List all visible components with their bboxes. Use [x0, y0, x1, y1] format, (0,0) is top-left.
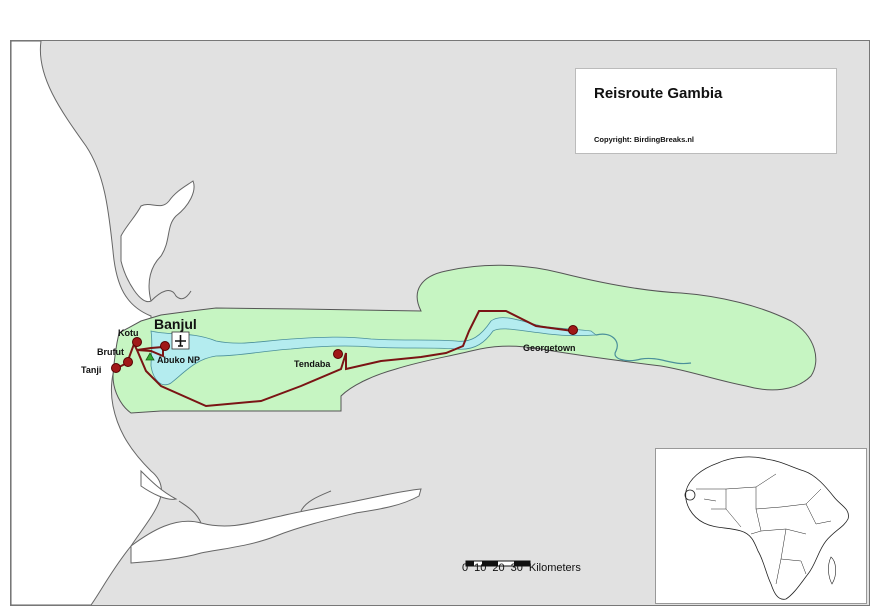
map-title-box: Reisroute Gambia Copyright: BirdingBreak…: [575, 68, 837, 154]
scale-tick-30: 30: [510, 562, 523, 574]
river-upper: [595, 333, 692, 365]
travel-route: [114, 310, 574, 408]
africa-inset-map: [655, 448, 867, 604]
route-stop-icon: [160, 341, 170, 351]
map-canvas: Banjul Kotu Brufut Tanji Abuko NP Tendab…: [11, 41, 817, 605]
route-stop-icon: [333, 349, 343, 359]
scale-tick-20: 20: [492, 562, 505, 574]
route-stop-icon: [568, 325, 578, 335]
map-copyright: Copyright: BirdingBreaks.nl: [594, 135, 695, 144]
gambia-river: [150, 317, 598, 386]
scale-tick-0: 0: [462, 562, 469, 574]
casamance-arm: [140, 469, 178, 500]
scale-bar: [465, 560, 531, 567]
casamance-inlet: [130, 488, 422, 564]
map-title: Reisroute Gambia: [594, 85, 723, 102]
label-abuko-np: Abuko NP: [157, 355, 200, 365]
label-tanji: Tanji: [81, 365, 101, 375]
route-stop-icon: [111, 363, 121, 373]
route-stop-icon: [123, 357, 133, 367]
africa-outline-icon: [684, 456, 849, 600]
label-tendaba: Tendaba: [294, 359, 331, 369]
saloum-inlet: [120, 180, 195, 303]
creek-north: [150, 290, 192, 302]
scale-labels: 0 10 20 30 Kilometers: [462, 562, 587, 574]
gambia-territory: [112, 264, 817, 414]
label-brufut: Brufut: [97, 347, 124, 357]
label-georgetown: Georgetown: [523, 343, 576, 353]
route-stop-icon: [132, 337, 142, 347]
nature-reserve-icon: [145, 352, 155, 361]
scale-unit: Kilometers: [528, 562, 581, 574]
label-banjul: Banjul: [154, 316, 197, 332]
casamance-branch: [178, 490, 332, 524]
airport-icon: [171, 331, 190, 350]
scale-tick-10: 10: [474, 562, 487, 574]
label-kotu: Kotu: [118, 328, 139, 338]
